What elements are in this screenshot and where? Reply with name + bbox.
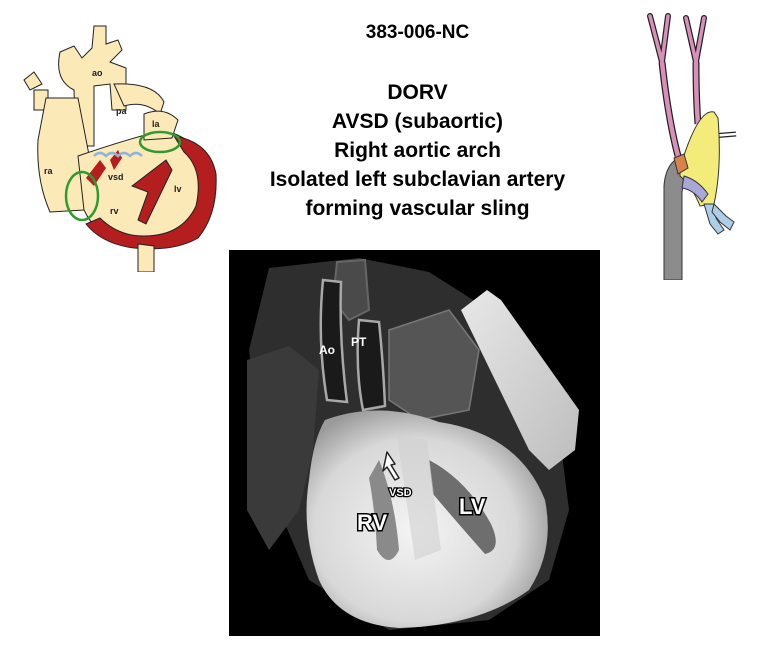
label-vsd: VSD bbox=[389, 487, 412, 499]
tissue-lobe bbox=[247, 346, 319, 550]
av-valve bbox=[93, 151, 143, 158]
label-vsd: vsd bbox=[108, 172, 124, 182]
label-pa: pa bbox=[116, 106, 127, 116]
left-carotid-branches bbox=[648, 14, 670, 64]
right-ventricle-cavity bbox=[369, 460, 399, 560]
right-carotid-artery bbox=[693, 61, 701, 125]
lung-wall bbox=[461, 290, 579, 470]
right-carotid-branches bbox=[684, 16, 706, 64]
specimen-id: 383-006-NC bbox=[365, 22, 470, 43]
diagnosis-line: AVSD (subaortic) bbox=[331, 110, 504, 133]
label-lv: lv bbox=[174, 184, 182, 194]
label-pt: PT bbox=[351, 335, 367, 349]
label-la: la bbox=[152, 119, 161, 129]
label-rv: RV bbox=[357, 510, 387, 535]
vsd-arrow bbox=[382, 451, 400, 481]
pulmonary-trunk bbox=[356, 318, 387, 412]
ventricle-base bbox=[137, 243, 155, 272]
label-ra: ra bbox=[44, 166, 54, 176]
ductus-segment bbox=[673, 153, 689, 175]
diagnosis-line: forming vascular sling bbox=[305, 197, 530, 220]
septal-crest bbox=[86, 160, 106, 186]
diagnosis-line: Right aortic arch bbox=[334, 139, 501, 162]
atrial-tissue bbox=[388, 309, 480, 421]
diagnosis-list: DORV AVSD (subaortic) Right aortic arch … bbox=[230, 78, 605, 223]
left-pulmonary-branch bbox=[711, 203, 735, 231]
heart-scan-image: Ao PT VSD RV LV bbox=[229, 250, 600, 636]
aortic-root bbox=[319, 278, 349, 404]
diagnosis-line: Isolated left subclavian artery bbox=[269, 168, 566, 191]
ventricular-wall bbox=[85, 135, 217, 250]
mitral-annulus bbox=[138, 130, 182, 154]
label-lv: LV bbox=[459, 494, 486, 519]
heart-schematic: ao pa la ra vsd lv rv bbox=[23, 25, 217, 272]
diagnosis-line: DORV bbox=[387, 81, 448, 104]
septum bbox=[130, 159, 173, 225]
left-ventricle-cavity bbox=[429, 460, 496, 554]
vascular-schematic bbox=[647, 13, 737, 280]
label-ao: ao bbox=[92, 68, 103, 78]
label-ao: Ao bbox=[319, 343, 335, 357]
arch-segment bbox=[681, 175, 709, 203]
label-rv: rv bbox=[110, 206, 119, 216]
tricuspid-annulus bbox=[64, 170, 100, 222]
ventricular-septum bbox=[397, 436, 441, 560]
left-carotid-artery bbox=[659, 61, 681, 157]
